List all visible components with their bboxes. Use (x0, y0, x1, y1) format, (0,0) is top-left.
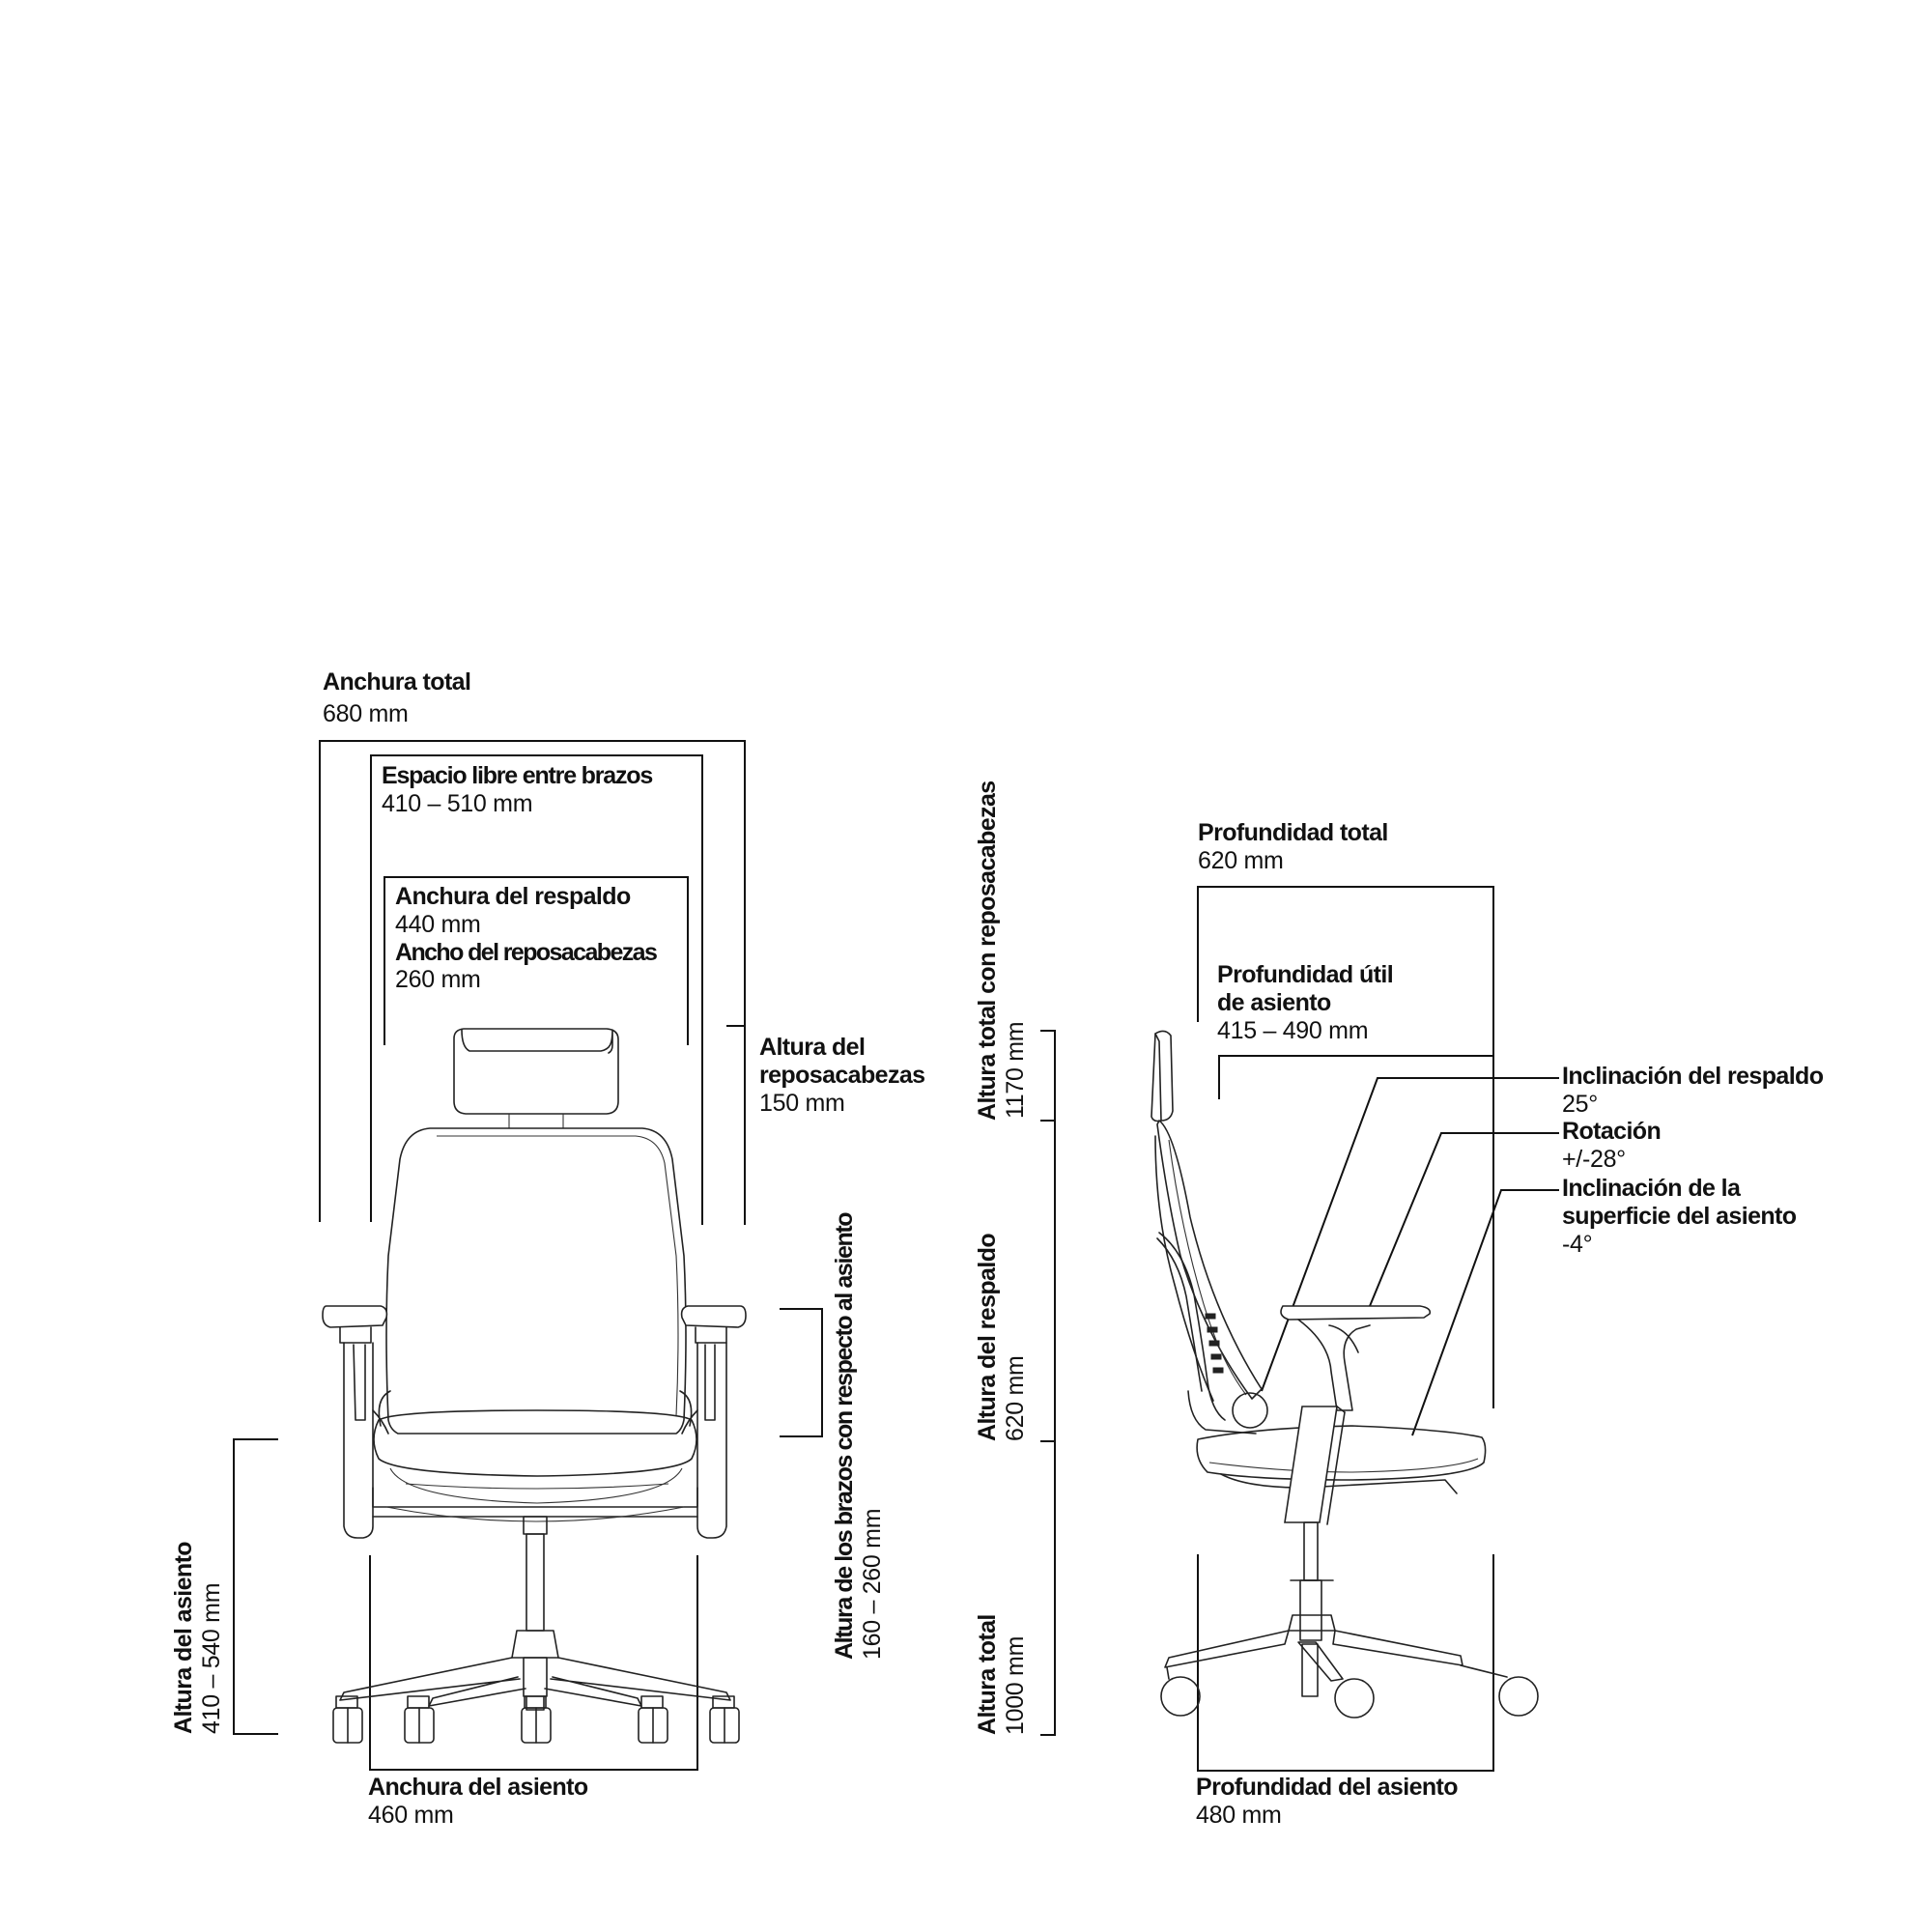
usable-seat-depth-bracket (1218, 1055, 1493, 1099)
seat-width-label: Anchura del asiento 460 mm (368, 1774, 588, 1830)
seat-tilt-label: Inclinación de la superficie del asiento… (1562, 1175, 1797, 1258)
seat-height-bracket (233, 1438, 278, 1735)
side-gas-column (1303, 1521, 1319, 1581)
backrest-height-label: Altura del respaldo 620 mm (974, 1234, 1030, 1441)
usable-seat-depth-value: 415 – 490 mm (1217, 1016, 1369, 1044)
backrest-width-label: Anchura del respaldo 440 mm Ancho del re… (395, 883, 658, 994)
seat-depth-value: 480 mm (1196, 1801, 1282, 1829)
backrest-tilt-value: 25° (1562, 1090, 1598, 1118)
arm-clearance-title: Espacio libre entre brazos (382, 762, 653, 789)
side-lumbar-support (1158, 1232, 1226, 1421)
backrest-width-bracket (384, 876, 689, 1045)
backrest-tilt-label: Inclinación del respaldo 25° (1562, 1063, 1824, 1119)
overall-width-bracket (319, 740, 746, 1225)
arm-height-value: 160 – 260 mm (858, 1508, 886, 1660)
seat-width-bracket (369, 1555, 698, 1771)
front-seat (373, 1409, 697, 1477)
side-seat (1196, 1425, 1487, 1481)
overall-width-label: Anchura total 680 mm (323, 668, 471, 728)
front-casters (332, 1695, 740, 1744)
rotation-value: +/-28° (1562, 1145, 1626, 1173)
front-right-arm-post (696, 1342, 727, 1539)
usable-seat-depth-title-line2: de asiento (1217, 988, 1331, 1016)
side-caster-left (1160, 1676, 1201, 1717)
backrest-height-title: Altura del respaldo (974, 1233, 1001, 1441)
front-base-star (339, 1657, 731, 1711)
arm-height-label: Altura de los brazos con respecto al asi… (831, 1213, 887, 1660)
total-height-title: Altura total (974, 1614, 1001, 1735)
arm-clearance-bracket (370, 754, 703, 1225)
headrest-height-label: Altura del reposacabezas 150 mm (759, 1034, 925, 1117)
side-dimension-lines (1040, 886, 1559, 1772)
side-chair-drawing (1151, 1030, 1539, 1719)
headrest-width-title: Ancho del reposacabezas (395, 938, 658, 966)
front-headrest (453, 1028, 619, 1115)
backrest-width-title: Anchura del respaldo (395, 883, 631, 910)
front-backrest (385, 1127, 687, 1435)
front-chair-drawing (322, 1028, 747, 1744)
front-right-armrest (680, 1305, 747, 1328)
side-seat-mechanism (1284, 1406, 1338, 1523)
headrest-height-value: 150 mm (759, 1089, 845, 1117)
overall-depth-title: Profundidad total (1198, 819, 1388, 846)
height-ticks (1040, 1030, 1056, 1736)
total-height-headrest-value: 1170 mm (1001, 1021, 1029, 1119)
side-arm-post (1297, 1319, 1371, 1411)
front-dimension-lines (233, 740, 823, 1771)
side-headrest (1154, 1030, 1174, 1122)
front-left-armrest (322, 1305, 388, 1328)
seat-depth-title: Profundidad del asiento (1196, 1774, 1459, 1801)
total-height-value: 1000 mm (1001, 1635, 1029, 1735)
overall-width-title: Anchura total (323, 668, 471, 696)
backrest-tilt-leader (1261, 1077, 1559, 1392)
headrest-width-value: 260 mm (395, 966, 481, 994)
seat-height-title: Altura del asiento (170, 1542, 197, 1734)
total-height-headrest-label: Altura total con reposacabezas 1170 mm (974, 781, 1030, 1121)
total-height-label: Altura total 1000 mm (974, 1614, 1030, 1735)
arm-height-bracket (780, 1308, 823, 1437)
overall-width-value: 680 mm (323, 699, 409, 727)
overall-depth-bracket (1197, 886, 1494, 1408)
seat-width-title: Anchura del asiento (368, 1774, 588, 1801)
side-backrest (1156, 1120, 1263, 1400)
headrest-height-title-line2: reposacabezas (759, 1061, 925, 1089)
seat-width-value: 460 mm (368, 1801, 454, 1829)
backrest-tilt-title: Inclinación del respaldo (1562, 1063, 1824, 1090)
backrest-height-value: 620 mm (1001, 1355, 1029, 1441)
usable-seat-depth-label: Profundidad útil de asiento 415 – 490 mm (1217, 961, 1394, 1044)
side-base (1164, 1614, 1463, 1682)
arm-height-title: Altura de los brazos con respecto al asi… (831, 1212, 858, 1660)
rotation-leader (1369, 1132, 1559, 1307)
overall-depth-value: 620 mm (1198, 846, 1284, 874)
backrest-width-value: 440 mm (395, 910, 481, 938)
front-left-arm-post (343, 1342, 374, 1539)
seat-tilt-title-line1: Inclinación de la (1562, 1175, 1741, 1202)
side-tilt-pivot (1232, 1392, 1268, 1429)
side-armrest (1280, 1305, 1432, 1321)
total-height-headrest-title: Altura total con reposacabezas (974, 781, 1001, 1121)
seat-tilt-title-line2: superficie del asiento (1562, 1202, 1797, 1230)
overall-depth-label: Profundidad total 620 mm (1198, 819, 1388, 875)
side-caster-center (1334, 1678, 1375, 1719)
side-caster-right (1498, 1676, 1539, 1717)
seat-tilt-leader (1411, 1189, 1559, 1436)
seat-depth-bracket (1197, 1554, 1494, 1772)
arm-clearance-label: Espacio libre entre brazos 410 – 510 mm (382, 762, 653, 818)
seat-tilt-value: -4° (1562, 1230, 1593, 1258)
front-gas-column (523, 1516, 548, 1535)
usable-seat-depth-title-line1: Profundidad útil (1217, 961, 1394, 988)
headrest-height-title-line1: Altura del (759, 1034, 866, 1061)
seat-height-value: 410 – 540 mm (197, 1582, 225, 1734)
rotation-label: Rotación +/-28° (1562, 1118, 1662, 1174)
rotation-title: Rotación (1562, 1118, 1662, 1145)
arm-clearance-value: 410 – 510 mm (382, 789, 533, 817)
seat-depth-label: Profundidad del asiento 480 mm (1196, 1774, 1459, 1830)
seat-height-label: Altura del asiento 410 – 540 mm (170, 1542, 226, 1734)
